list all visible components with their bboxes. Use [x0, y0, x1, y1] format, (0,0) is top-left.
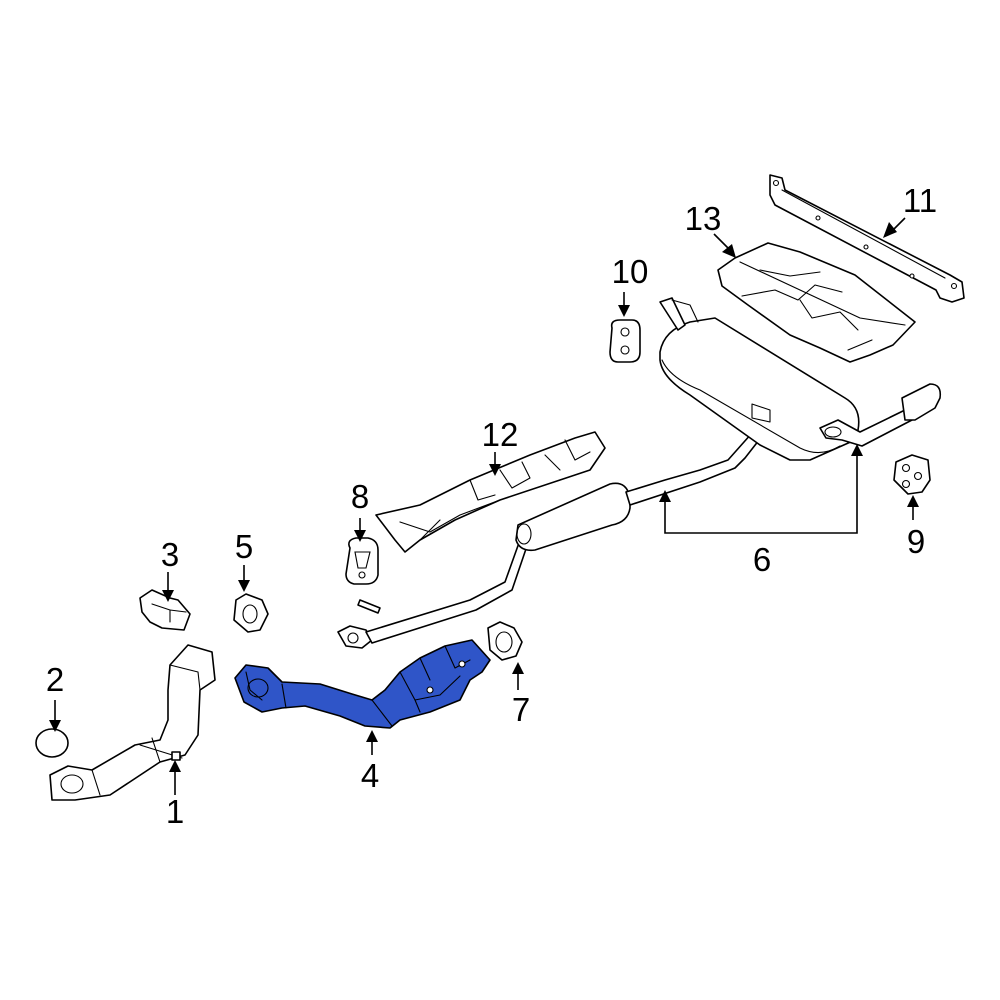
part-3-bracket[interactable]	[139, 589, 191, 631]
resonator	[515, 482, 631, 552]
part-2-gasket[interactable]	[35, 728, 69, 758]
callout-labels: 1 2 3 4 5 6 7 8 9 10 11 12 13	[46, 182, 937, 830]
part-13-heat-shield[interactable]	[717, 242, 916, 363]
part-7-gasket[interactable]	[487, 621, 523, 661]
part-5-gasket[interactable]	[233, 593, 269, 633]
callout-12: 12	[482, 416, 519, 453]
tail-tip	[901, 383, 942, 421]
callout-5: 5	[235, 528, 253, 565]
callout-4: 4	[361, 757, 379, 794]
part-4-catalytic-converter[interactable]	[234, 639, 491, 729]
callout-2: 2	[46, 661, 64, 698]
callout-9: 9	[907, 523, 925, 560]
callout-10: 10	[612, 253, 649, 290]
leaders	[49, 217, 919, 795]
callout-11: 11	[903, 182, 937, 219]
callout-6: 6	[753, 541, 771, 578]
part-10-hanger[interactable]	[609, 319, 641, 363]
part-12-heat-shield[interactable]	[375, 431, 606, 553]
part-6-exhaust-assembly[interactable]	[337, 297, 942, 649]
part-11-bracket[interactable]	[769, 174, 965, 303]
callout-8: 8	[351, 478, 369, 515]
callout-7: 7	[512, 691, 530, 728]
callout-13: 13	[685, 200, 722, 237]
muffler	[659, 317, 860, 461]
part-1-front-pipe[interactable]	[49, 644, 216, 801]
callout-3: 3	[161, 536, 179, 573]
part-9-hanger[interactable]	[893, 454, 931, 495]
callout-1: 1	[166, 793, 184, 830]
part-8-hanger[interactable]	[345, 537, 379, 585]
